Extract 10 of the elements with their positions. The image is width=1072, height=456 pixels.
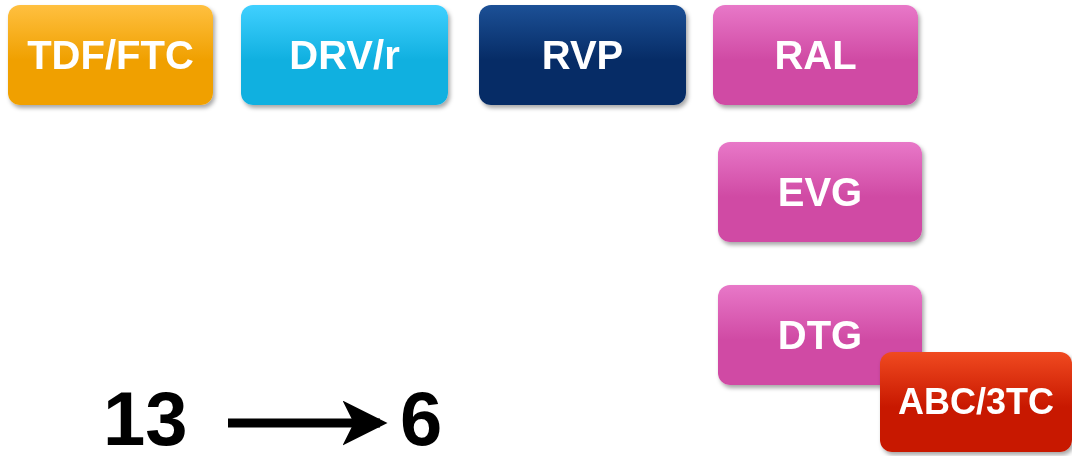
drug-label-box: TDF/FTC [8,5,213,105]
drug-label-box: ABC/3TC [880,352,1072,452]
arrow [228,400,388,446]
drug-label-box: RAL [713,5,918,105]
count-number: 6 [400,381,443,456]
drug-label-box: DRV/r [241,5,448,105]
drug-label-box: DTG [718,285,922,385]
drug-label-box: RVP [479,5,686,105]
count-number: 13 [103,381,188,456]
drug-label-box: EVG [718,142,922,242]
